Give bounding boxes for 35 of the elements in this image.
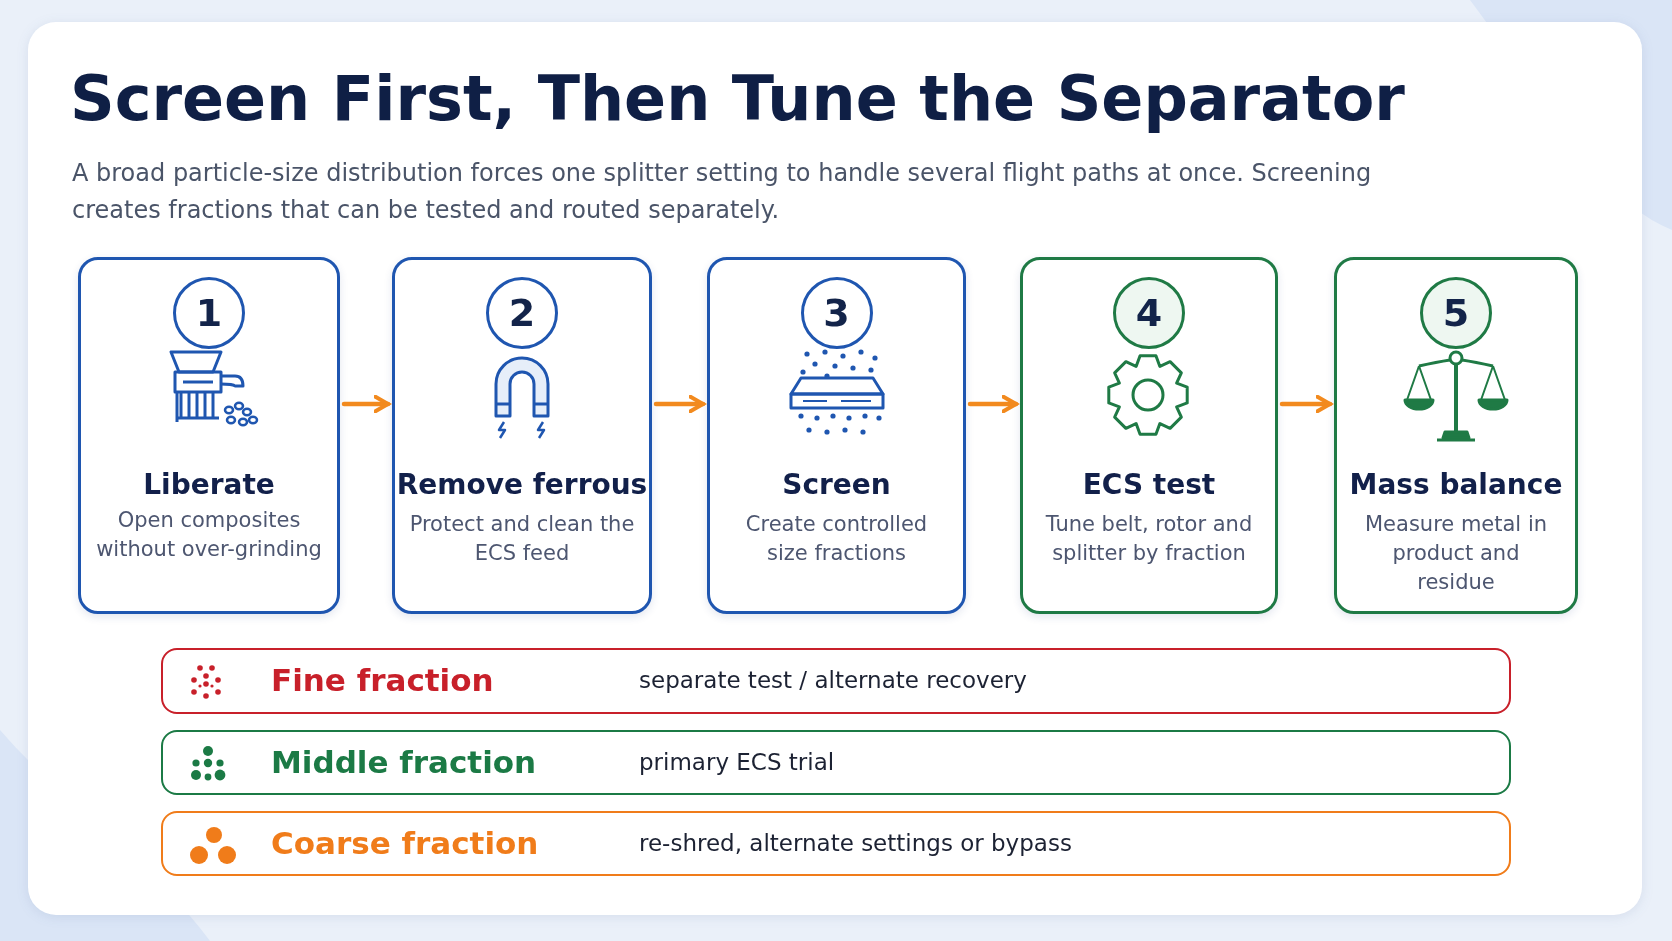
- step-title: ECS test: [1081, 468, 1217, 501]
- step-title: Mass balance: [1348, 468, 1564, 501]
- fraction-row: [161, 811, 1511, 876]
- fraction-route: re-shred, alternate settings or bypass: [639, 829, 1072, 856]
- step-number: 2: [486, 277, 558, 349]
- fraction-row: [161, 648, 1511, 714]
- step-number: 3: [800, 277, 873, 349]
- fraction-route: primary ECS trial: [639, 748, 835, 775]
- step-title: Screen: [781, 468, 892, 501]
- step-title: Liberate: [142, 468, 276, 501]
- fraction-route: separate test / alternate recovery: [639, 667, 1027, 693]
- step-number: 1: [173, 277, 245, 349]
- step-number: 5: [1420, 277, 1492, 349]
- fraction-name: Fine fraction: [271, 662, 494, 698]
- fraction-row: [161, 730, 1511, 795]
- subtitle: A broad particle-size distribution forces one splitter setting to handle several flight paths at once. Screening creates fractions that can be tested and routed separately.: [72, 158, 1372, 226]
- step-description: Create controlled size fractions: [744, 511, 929, 567]
- arrow: [653, 394, 706, 414]
- step-description: Protect and clean the ECS feed: [409, 511, 635, 567]
- step-number: 4: [1113, 277, 1185, 349]
- step-card: [1020, 257, 1278, 614]
- step-description: Measure metal in product and residue: [1363, 511, 1549, 596]
- step-card: [392, 257, 652, 614]
- step-card: [707, 257, 966, 614]
- step-description: Open composites without over-grinding: [95, 507, 323, 563]
- fraction-name: Coarse fraction: [271, 824, 539, 861]
- step-description: Tune belt, rotor and splitter by fraction: [1044, 511, 1254, 567]
- arrow: [1279, 394, 1333, 414]
- fraction-name: Middle fraction: [271, 743, 537, 780]
- step-title: Remove ferrous: [395, 468, 649, 501]
- arrow: [341, 394, 391, 414]
- arrow: [967, 394, 1019, 414]
- step-card: [1334, 257, 1578, 614]
- step-card: [78, 257, 340, 614]
- title: Screen First, Then Tune the Separator: [70, 62, 1405, 135]
